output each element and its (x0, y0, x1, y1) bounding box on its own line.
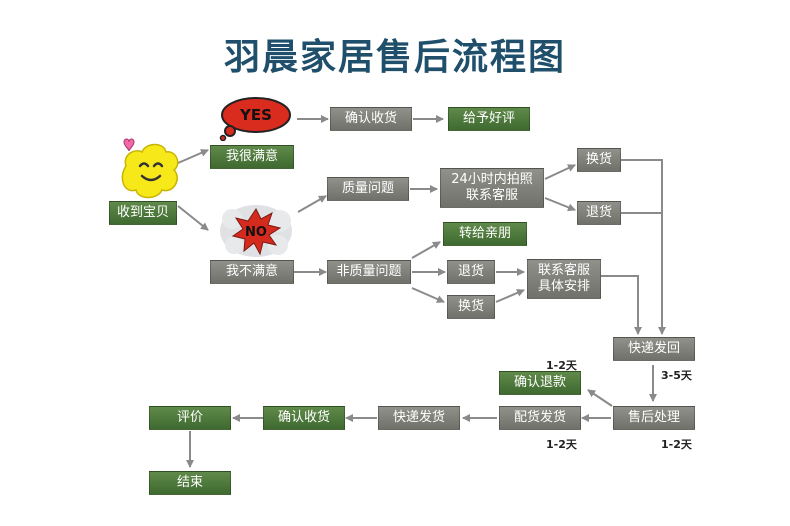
note-return-days: 3-5天 (661, 369, 692, 382)
page-title: 羽晨家居售后流程图 (223, 37, 566, 78)
node-review: 评价 (149, 406, 231, 430)
arrow-contact-shipback (601, 275, 642, 335)
node-quality-issue: 质量问题 (327, 177, 409, 201)
no-sticker-text: NO (245, 225, 267, 240)
node-exchange-mid: 换货 (447, 295, 495, 319)
node-after-sale: 售后处理 (613, 406, 695, 430)
node-gift-friend: 转给亲朋 (443, 222, 527, 246)
node-ship-back: 快递发回 (613, 337, 695, 361)
arrow-receive-unsatisfied (177, 205, 209, 231)
node-confirm-receipt-bottom: 确认收货 (263, 406, 345, 430)
note-ship-days: 1-2天 (546, 438, 577, 451)
arrow-receive-satisfied (177, 149, 209, 164)
note-handle-days: 1-2天 (661, 438, 692, 451)
node-unsatisfied: 我不满意 (210, 260, 294, 284)
node-service-24h: 24小时内拍照 联系客服 (440, 168, 544, 208)
node-confirm-refund: 确认退款 (499, 371, 581, 395)
no-burst-icon: NO (220, 205, 292, 257)
arrow-unsatisfied-quality (297, 195, 327, 213)
node-service-24h-line1: 24小时内拍照 (451, 172, 533, 187)
arrow-service-return (544, 197, 576, 212)
node-contact-arrange: 联系客服 具体安排 (527, 259, 601, 299)
node-contact-arrange-line1: 联系客服 (537, 263, 590, 278)
arrow-service-exchange (544, 164, 576, 180)
node-ship-parts: 配货发货 (499, 406, 581, 430)
node-return-mid: 退货 (447, 260, 495, 284)
yes-cloud-icon: YES (219, 97, 291, 141)
arrow-exchange-contact (495, 289, 525, 303)
node-confirm-receipt-top: 确认收货 (330, 107, 412, 131)
node-service-24h-line2: 联系客服 (465, 188, 518, 203)
arrow-nonquality-exchange (411, 287, 445, 303)
node-satisfied: 我很满意 (210, 145, 294, 169)
flow-arrows (177, 115, 666, 468)
node-end: 结束 (149, 471, 231, 495)
yes-sticker-text: YES (239, 106, 272, 124)
node-good-review: 给予好评 (448, 107, 530, 131)
arrow-exchange-shipback (621, 159, 666, 335)
arrow-aftersale-refund (587, 389, 613, 407)
happy-face-icon (121, 138, 179, 199)
node-express-ship: 快递发货 (378, 406, 460, 430)
node-contact-arrange-line2: 具体安排 (537, 279, 590, 294)
arrow-nonquality-gift (411, 241, 441, 259)
node-non-quality-issue: 非质量问题 (327, 260, 411, 284)
note-refund-days: 1-2天 (546, 359, 577, 372)
node-exchange-top: 换货 (577, 148, 621, 172)
node-receive: 收到宝贝 (109, 201, 177, 225)
node-return-top: 退货 (577, 201, 621, 225)
